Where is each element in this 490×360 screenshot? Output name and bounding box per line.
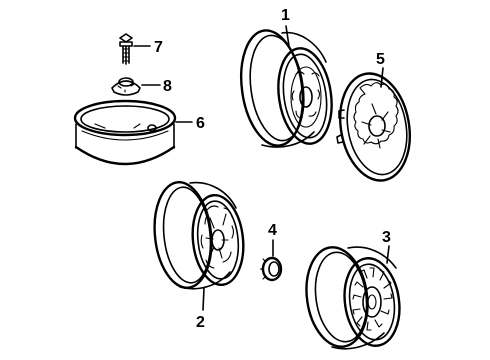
callout-8: 8 — [141, 78, 172, 95]
callout-7: 7 — [133, 39, 163, 56]
callout-1-label: 1 — [281, 7, 290, 24]
part-1-steel-wheel[interactable] — [234, 26, 337, 149]
part-4-center-cap[interactable] — [260, 256, 283, 282]
part-3-wheel-with-trim[interactable] — [300, 243, 405, 350]
callout-7-label: 7 — [154, 39, 163, 56]
callout-6: 6 — [175, 115, 205, 132]
part-7-bolt[interactable] — [119, 33, 133, 65]
part-6-spare-wheel[interactable] — [73, 99, 177, 166]
callout-5: 5 — [376, 51, 385, 88]
callout-1: 1 — [281, 7, 290, 47]
callout-5-label: 5 — [376, 51, 385, 68]
callout-3: 3 — [382, 229, 391, 264]
callout-2-label: 2 — [196, 314, 205, 331]
part-2-alloy-wheel[interactable] — [150, 179, 248, 290]
callout-4: 4 — [268, 222, 277, 257]
callout-4-label: 4 — [268, 222, 277, 239]
part-8-hold-down-nut[interactable] — [111, 77, 141, 96]
part-5-wheel-cover[interactable] — [332, 68, 418, 186]
callout-8-label: 8 — [163, 78, 172, 95]
callout-3-label: 3 — [382, 229, 391, 246]
callout-6-label: 6 — [196, 115, 205, 132]
callout-2: 2 — [196, 287, 205, 331]
